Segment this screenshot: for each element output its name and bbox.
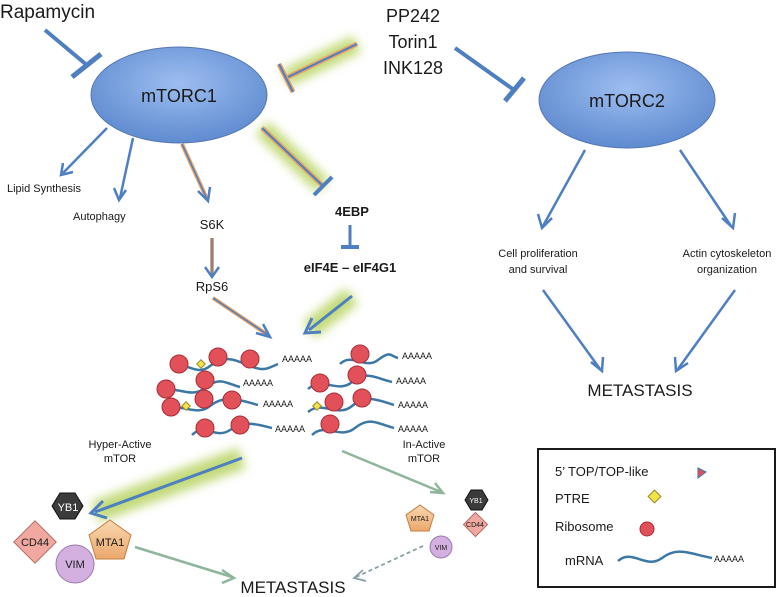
arrow-rps6	[203, 238, 221, 280]
arrow-lipid-synthesis	[59, 127, 108, 177]
arrow-in-active-to-proteins	[341, 449, 446, 495]
poly-tail: AAAAA	[275, 424, 305, 434]
arrow-hyper-to-metastasis	[134, 545, 237, 585]
cd44-protein: CD44	[13, 520, 57, 564]
inhibitor-pp242: PP242	[386, 6, 440, 26]
inhibitor-mtorc1-inhibition-arrow	[276, 35, 361, 94]
poly-tail: AAAAA	[402, 351, 432, 361]
poly-tail: AAAAA	[282, 354, 312, 364]
mtorc1-ellipse	[90, 46, 268, 144]
mrna-strand: AAAAA	[339, 344, 432, 365]
polysome-in-active: AAAAA AAAAA AAAAA AAAAA	[307, 344, 432, 436]
inhibitor-torin1: Torin1	[388, 32, 437, 52]
poly-tail: AAAAA	[243, 378, 273, 388]
fourebp-eif4e-inhibition-arrow	[341, 225, 359, 249]
cell-survival-label: and survival	[509, 264, 568, 276]
legend-box	[537, 448, 776, 588]
mta1-small-label: MTA1	[411, 516, 429, 523]
hyper-active-label: Hyper-Active	[89, 439, 152, 451]
poly-tail: AAAAA	[398, 400, 428, 410]
actin-cytoskeleton-label: Actin cytoskeleton	[683, 248, 772, 260]
mtorc1-4ebp-inhibition-arrow	[255, 121, 334, 197]
arrow-autophagy	[112, 137, 135, 203]
mta1-protein-small: MTA1	[405, 504, 435, 532]
poly-tail: AAAAA	[396, 376, 426, 386]
arrow-eif4e-to-polysome	[302, 288, 359, 338]
mrna-strand: AAAAA	[161, 389, 293, 417]
mrna-strand: AAAAA	[307, 365, 426, 393]
legend: 5’ TOP/TOP-like PTRE Ribosome mRNA AAAAA	[537, 448, 776, 588]
arrow-actin-to-metastasis	[673, 289, 737, 374]
bottom-metastasis-label: METASTASIS	[240, 578, 345, 597]
arrow-s6k	[180, 143, 212, 204]
legend-ptre-label: PTRE	[555, 491, 590, 506]
mrna-strand: AAAAA	[191, 415, 305, 438]
yb1-protein: YB1	[51, 492, 84, 520]
arrow-actin-cytoskeleton	[678, 149, 737, 231]
cd44-small-label: CD44	[466, 522, 484, 529]
inhibitor-mtorc2-inhibition-arrow	[453, 46, 526, 103]
mtorc2-label: mTORC2	[589, 91, 665, 111]
yb1-protein-small: YB1	[464, 489, 489, 511]
arrow-proliferation-to-metastasis	[541, 289, 605, 374]
legend-mrna-icon	[617, 550, 713, 563]
legend-ribosome-icon	[639, 521, 655, 537]
fourebp-label: 4EBP	[335, 204, 369, 219]
rapamycin-inhibition-arrow	[43, 28, 103, 79]
poly-tail: AAAAA	[398, 424, 428, 434]
mtorc2-ellipse	[538, 51, 716, 149]
legend-ribosome-label: Ribosome	[555, 519, 614, 534]
yb1-small-label: YB1	[469, 498, 482, 505]
polysome-hyper-active: AAAAA AAAAA AAAAA AAAAA	[156, 347, 312, 438]
mrna-strand: AAAAA	[156, 370, 273, 399]
inhibitor-ink128: INK128	[383, 58, 443, 78]
cd44-label: CD44	[21, 537, 49, 549]
mrna-strand: AAAAA	[311, 414, 428, 436]
arrow-hyper-active-to-proteins	[88, 447, 246, 523]
vim-protein: VIM	[55, 544, 95, 584]
rapamycin-label: Rapamycin	[0, 2, 95, 23]
cd44-protein-small: CD44	[462, 511, 489, 538]
mta1-label: MTA1	[96, 537, 125, 549]
poly-tail: AAAAA	[263, 399, 293, 409]
mtorc1-label: mTORC1	[141, 86, 217, 106]
vim-label: VIM	[65, 559, 85, 571]
in-active-mtor-label: mTOR	[408, 453, 440, 465]
s6k-label: S6K	[200, 217, 225, 232]
mta1-protein: MTA1	[88, 519, 132, 560]
mrna-strand: AAAAA	[169, 347, 312, 374]
actin-organization-label: organization	[697, 264, 757, 276]
cell-proliferation-label: Cell proliferation	[498, 248, 577, 260]
autophagy-label: Autophagy	[73, 211, 126, 223]
in-active-label: In-Active	[403, 439, 446, 451]
vim-small-label: VIM	[435, 545, 448, 552]
legend-tail: AAAAA	[714, 554, 744, 564]
eif4e-eif4g1-label: eIF4E – eIF4G1	[304, 260, 397, 275]
arrow-cell-proliferation	[536, 149, 587, 231]
mtorc2-metastasis-label: METASTASIS	[587, 381, 692, 400]
hyper-active-mtor-label: mTOR	[104, 453, 136, 465]
lipid-synthesis-label: Lipid Synthesis	[7, 183, 81, 195]
yb1-label: YB1	[58, 502, 79, 514]
arrow-rps6-to-polysome	[211, 296, 273, 340]
vim-protein-small: VIM	[429, 535, 453, 559]
rps6-label: RpS6	[196, 279, 229, 294]
legend-mrna-label: mRNA	[565, 553, 604, 568]
mrna-strand: AAAAA	[307, 388, 428, 414]
legend-ptre-icon	[647, 489, 662, 504]
legend-top-label: 5’ TOP/TOP-like	[555, 464, 648, 479]
legend-top-icon	[697, 467, 707, 479]
arrow-inactive-to-metastasis	[352, 545, 424, 582]
